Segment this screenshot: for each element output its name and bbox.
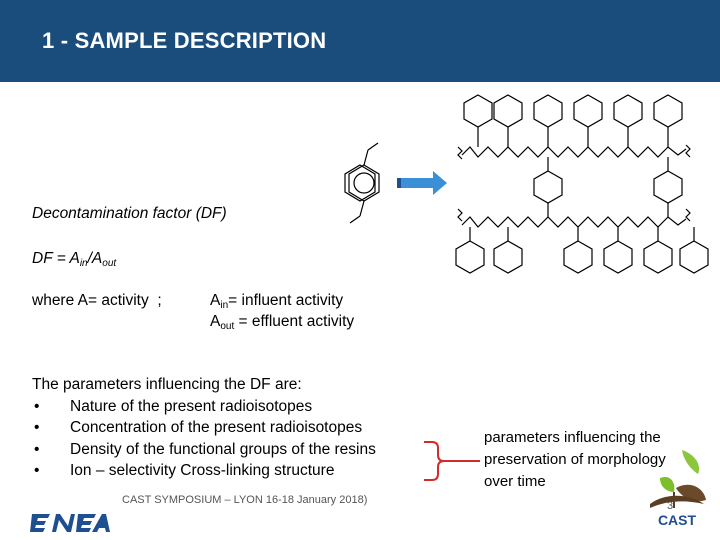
morphology-line: parameters influencing the (484, 429, 661, 446)
list-item: • Nature of the present radioisotopes (32, 396, 376, 418)
formula-sub-out: out (102, 258, 117, 269)
list-item-text: Nature of the present radioisotopes (70, 397, 313, 415)
polymer-chain-lower (455, 208, 709, 274)
title-bar: 1 - SAMPLE DESCRIPTION (0, 0, 720, 82)
list-item-text: Ion – selectivity Cross-linking structur… (70, 462, 335, 479)
cast-logo-text: CAST (658, 512, 697, 528)
divinylbenzene-molecule (344, 142, 380, 224)
formula-sub-in: in (79, 258, 88, 269)
list-item: • Ion – selectivity Cross-linking structu… (32, 460, 376, 482)
df-formula: DF = Ain/Aout (32, 248, 116, 274)
aout-sub: out (220, 321, 235, 332)
bullet: • (34, 440, 40, 458)
cast-logo: CAST (650, 450, 706, 528)
aout-text: = effluent activity (234, 313, 355, 330)
morphology-line: over time (484, 473, 546, 490)
polymer-chain-upper (457, 94, 691, 217)
formula-mid: /A (87, 250, 103, 267)
where-label: where A= activity (32, 292, 149, 309)
bullet: • (34, 397, 40, 415)
polymer-structure-diagram (344, 94, 709, 274)
bullet: • (34, 462, 40, 479)
list-item: • Density of the functional groups of the… (32, 439, 376, 461)
morphology-note: parameters influencing the preservation … (484, 427, 714, 493)
morphology-line: preservation of morphology (484, 451, 666, 468)
brace-connector (424, 441, 480, 481)
df-heading: Decontamination factor (DF) (32, 205, 227, 222)
list-item-text: Concentration of the present radioisotop… (70, 419, 363, 436)
list-item: • Concentration of the present radioisoto… (32, 417, 376, 439)
parameters-intro: The parameters influencing the DF are: (32, 376, 302, 393)
page-number: 3 (667, 500, 674, 512)
footer-text: CAST SYMPOSIUM – LYON 16-18 January 2018… (122, 494, 368, 506)
ain-definition: Ain= influent activity (210, 290, 343, 316)
bullet: • (34, 419, 40, 436)
ain-text: = influent activity (228, 292, 344, 309)
enea-logo (30, 514, 110, 532)
list-item-text: Density of the functional groups of the … (70, 440, 376, 458)
where-separator: ; (157, 292, 162, 309)
parameters-list: The parameters influencing the DF are: •… (32, 374, 376, 482)
formula-prefix: DF = A (32, 250, 80, 267)
where-line: where A= activity ; (32, 290, 162, 311)
ain-prefix: A (210, 292, 221, 309)
ain-sub: in (220, 300, 229, 311)
reaction-arrow (397, 171, 447, 195)
page-title: 1 - SAMPLE DESCRIPTION (42, 28, 327, 53)
aout-prefix: A (210, 313, 221, 330)
aout-definition: Aout = effluent activity (210, 311, 354, 337)
